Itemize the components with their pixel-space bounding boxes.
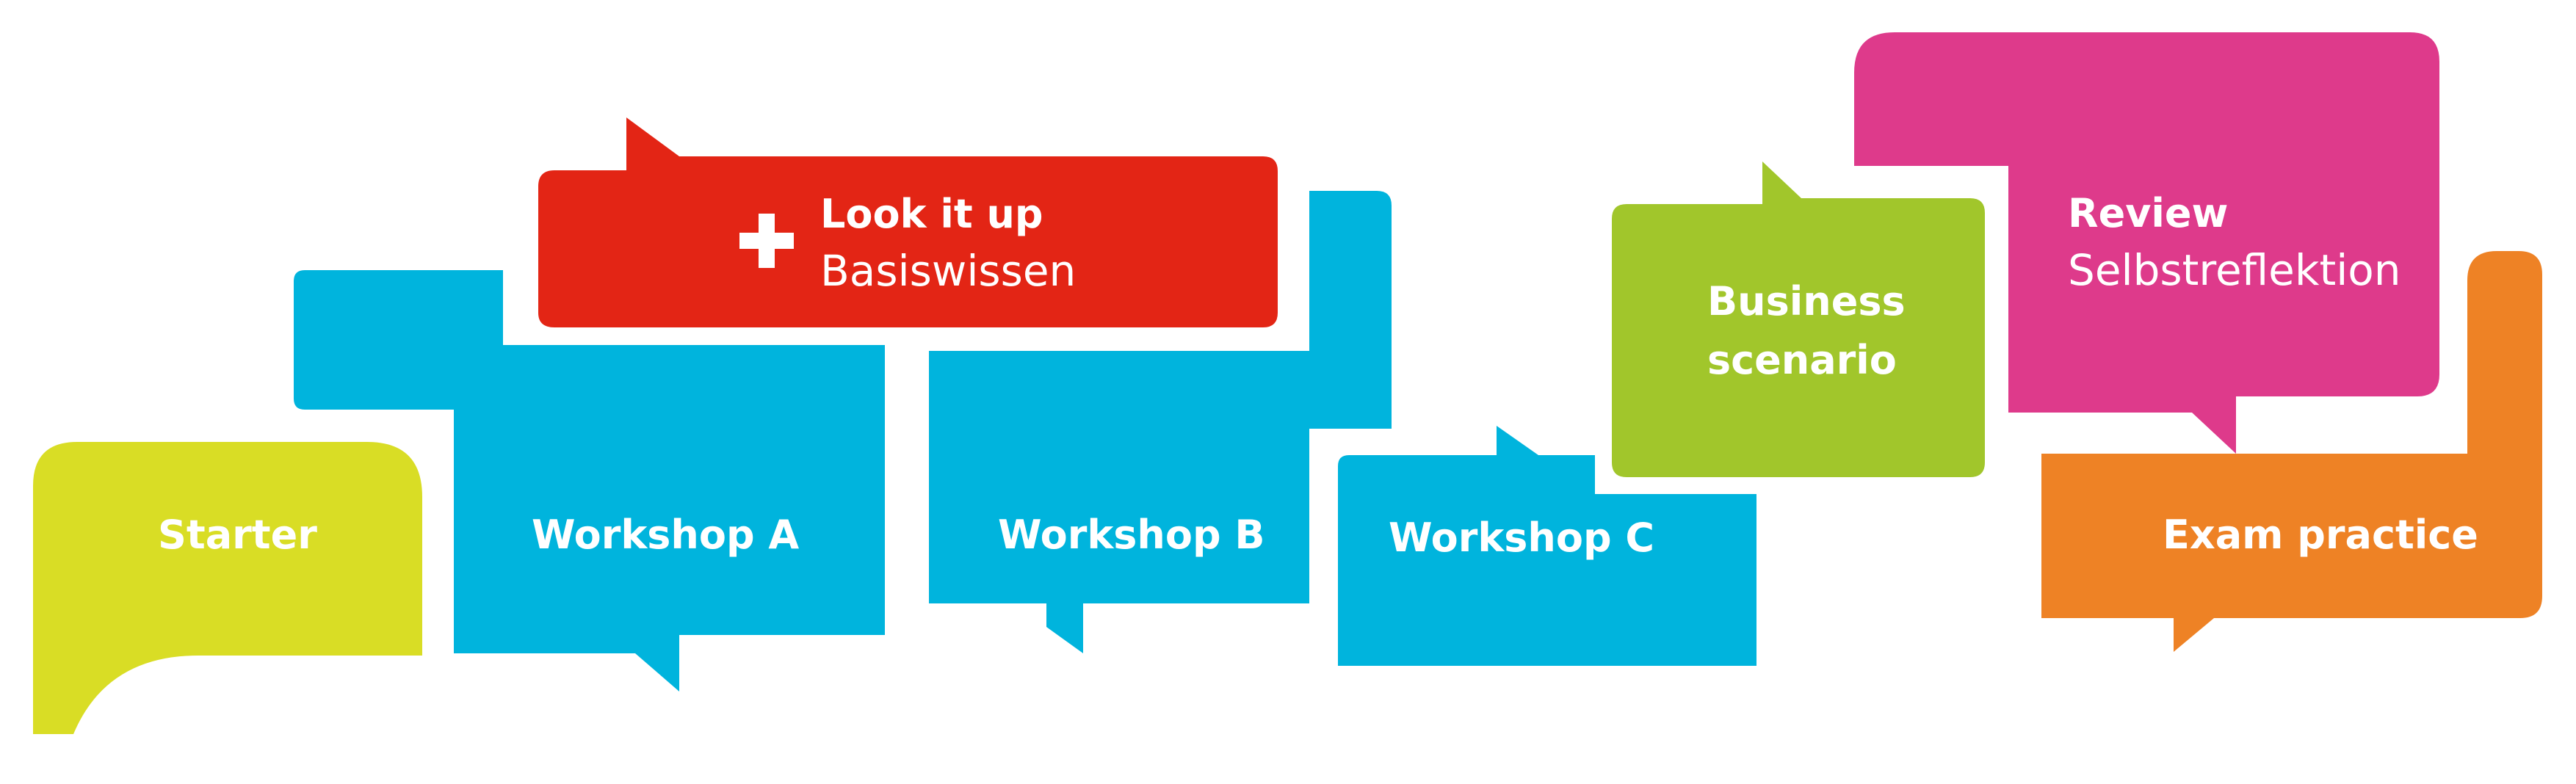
workshop-b-bubble bbox=[929, 351, 1309, 653]
starter-bubble bbox=[33, 442, 422, 734]
starter-label: Starter bbox=[158, 512, 317, 558]
workshop-a-label: Workshop A bbox=[532, 512, 800, 558]
review-title: Review bbox=[2068, 190, 2229, 236]
plus-icon bbox=[739, 214, 794, 268]
business-scenario-bubble bbox=[1612, 161, 1985, 477]
exam-practice-bubble bbox=[2041, 251, 2542, 652]
business-scenario-line2: scenario bbox=[1707, 337, 1897, 383]
look-it-up-bubble bbox=[538, 117, 1278, 327]
workshop-a-bubble-back bbox=[294, 270, 503, 410]
workshop-b-label: Workshop B bbox=[998, 512, 1265, 558]
review-bubble bbox=[1854, 32, 2439, 454]
look-it-up-title: Look it up bbox=[820, 191, 1043, 237]
review-subtitle: Selbstreflektion bbox=[2068, 245, 2401, 295]
business-scenario-line1: Business bbox=[1707, 278, 1906, 324]
look-it-up-subtitle: Basiswissen bbox=[820, 246, 1077, 296]
workshop-a-bubble bbox=[454, 345, 885, 692]
workshop-c-bubble bbox=[1338, 426, 1756, 666]
workshop-c-label: Workshop C bbox=[1389, 515, 1655, 561]
workshop-b-bubble-back bbox=[1309, 191, 1392, 429]
exam-practice-label: Exam practice bbox=[2163, 512, 2478, 558]
